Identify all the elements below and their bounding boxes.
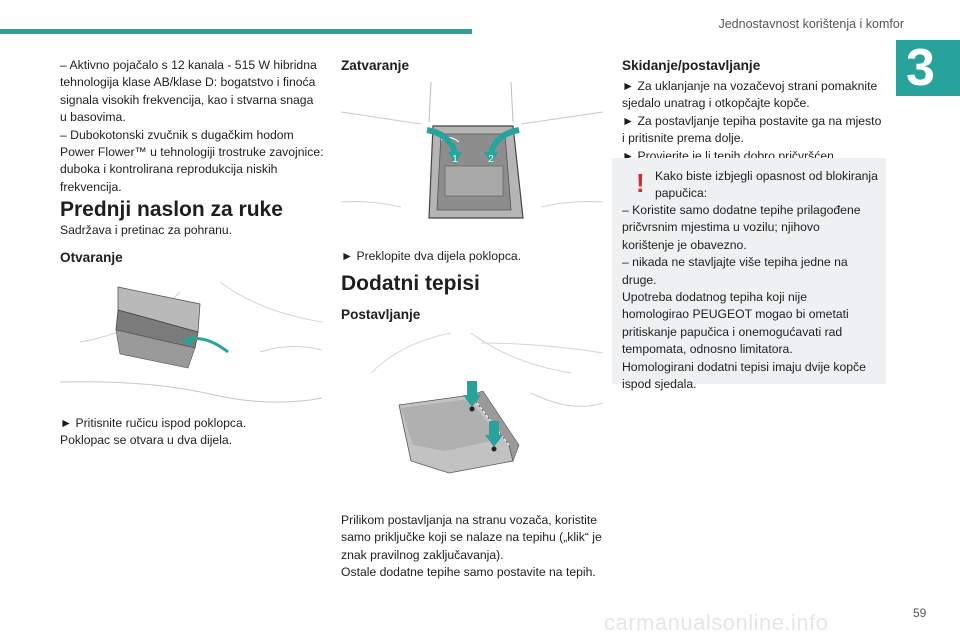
text-line: papučica: xyxy=(655,186,708,201)
text-line: tehnologija klase AB/klase D: bogatstvo … xyxy=(60,75,316,90)
floor-mat-illustration xyxy=(370,333,603,474)
arrow-label-1: 1 xyxy=(452,154,458,165)
text-line: znak pravilnog zaključavanja). xyxy=(341,547,504,562)
text-line: homologirao PEUGEOT mogao bi ometati xyxy=(622,307,849,322)
removal-steps: ► Za uklanjanje na vozačevoj strani poma… xyxy=(622,78,892,165)
text-line: Ostale dodatne tepihe samo postavite na … xyxy=(341,565,596,580)
section-title: Jednostavnost korištenja i komfor xyxy=(718,17,904,31)
subheading-opening: Otvaranje xyxy=(60,250,123,265)
text-line: duboka i kontrolirana reprodukcija niski… xyxy=(60,162,278,177)
text-line: ► Za uklanjanje na vozačevoj strani poma… xyxy=(622,79,878,93)
installation-text: Prilikom postavljanja na stranu vozača, … xyxy=(341,512,602,582)
text-line: signala visokih frekvencija, kao i stvar… xyxy=(60,92,314,107)
text-line: tempomata, odnosno limitatora. xyxy=(622,342,793,357)
text-line: pričvrsnim mjestima u vozilu; njihovo xyxy=(622,220,820,235)
text-line: Prilikom postavljanja na stranu vozača, … xyxy=(341,513,598,527)
text-line: Homologirani dodatni tepisi imaju dvije … xyxy=(622,359,866,374)
text-line: i pritisnite prema dolje. xyxy=(622,131,744,146)
text-line: ► Pritisnite ručicu ispod poklopca. xyxy=(60,416,247,430)
heading-mats: Dodatni tepisi xyxy=(341,272,480,295)
text-line: ispod sjedala. xyxy=(622,377,697,392)
armrest-opening-illustration xyxy=(60,281,322,403)
chapter-tab: 3 xyxy=(896,39,960,97)
text-line: korištenje je obavezno. xyxy=(622,237,747,252)
arrow-label-2: 2 xyxy=(488,154,494,165)
text-line: – Aktivno pojačalo s 12 kanala - 515 W h… xyxy=(60,58,317,72)
watermark: carmanualsonline.info xyxy=(604,610,829,635)
text-line: Kako biste izbjegli opasnost od blokiran… xyxy=(655,169,878,183)
text-line: druge. xyxy=(622,272,657,287)
text-line: Poklopac se otvara u dva dijela. xyxy=(60,433,233,448)
text-line: ► Za postavljanje tepiha postavite ga na… xyxy=(622,113,882,128)
warning-icon: ! xyxy=(636,168,645,198)
armrest-closing-illustration: 1 2 xyxy=(341,82,603,219)
text-line: Power Flower™ u tehnologiji trostruke za… xyxy=(60,145,324,160)
subheading-removal: Skidanje/postavljanje xyxy=(622,58,761,73)
intro-text: – Aktivno pojačalo s 12 kanala - 515 W h… xyxy=(60,57,330,196)
text-line: pritiskanje papučica i onemogućavati rad xyxy=(622,324,843,339)
subheading-closing: Zatvaranje xyxy=(341,58,410,73)
page-number: 59 xyxy=(913,606,927,620)
subheading-installation: Postavljanje xyxy=(341,307,421,322)
text-line: – Dubokotonski zvučnik s dugačkim hodom xyxy=(60,127,294,142)
text-line: samo priključke koji se nalaze na tepihu… xyxy=(341,530,602,545)
heading-armrest: Prednji naslon za ruke xyxy=(60,198,283,221)
text-line: frekvencija. xyxy=(60,179,122,194)
warning-box xyxy=(612,158,886,384)
text-line: sjedalo unatrag i otkopčajte kopče. xyxy=(622,96,810,111)
warning-text: – Koristite samo dodatne tepihe prilagođ… xyxy=(622,202,884,393)
text-line: – nikada ne stavljajte više tepiha jedne… xyxy=(622,255,848,270)
text-line: u basovima. xyxy=(60,110,126,125)
header-accent-bar xyxy=(0,29,472,34)
warning-intro: Kako biste izbjegli opasnost od blokiran… xyxy=(655,168,878,203)
opening-caption: ► Pritisnite ručicu ispod poklopca. Pokl… xyxy=(60,415,246,450)
text-line: – Koristite samo dodatne tepihe prilagođ… xyxy=(622,203,861,217)
armrest-subtitle: Sadržava i pretinac za pohranu. xyxy=(60,223,233,237)
text-line: Upotreba dodatnog tepiha koji nije xyxy=(622,290,807,305)
closing-caption: ► Preklopite dva dijela poklopca. xyxy=(341,249,522,263)
